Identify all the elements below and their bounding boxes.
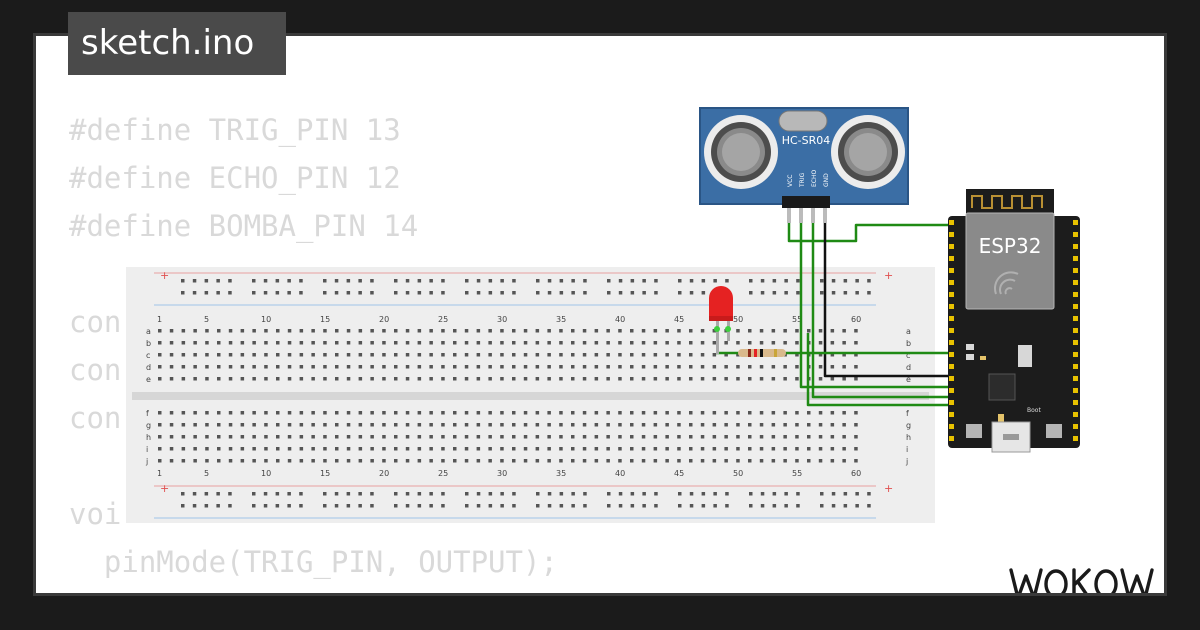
rail-plus-label: + [160, 482, 169, 495]
sensor-transducer-left [704, 115, 778, 189]
rail-plus-label: + [884, 269, 893, 282]
row-label: d [906, 363, 911, 372]
breadboard: + + + + 1 5 10 15 20 25 30 35 40 45 50 5… [126, 267, 935, 523]
column-label: 60 [851, 469, 861, 478]
row-label: a [146, 327, 151, 336]
wire-vcc [787, 223, 948, 243]
row-label: c [906, 351, 910, 360]
code-line: #define ECHO_PIN 12 [69, 161, 401, 195]
row-label: h [146, 433, 151, 442]
column-label: 40 [615, 469, 625, 478]
column-label: 20 [379, 469, 389, 478]
column-label: 15 [320, 469, 330, 478]
column-label: 30 [497, 315, 507, 324]
row-label: f [906, 409, 909, 418]
column-label: 45 [674, 315, 684, 324]
board-label: ESP32 [979, 234, 1042, 258]
row-label: a [906, 327, 911, 336]
row-label: b [146, 339, 151, 348]
en-button[interactable] [966, 424, 982, 438]
row-label: b [906, 339, 911, 348]
column-label: 10 [261, 469, 271, 478]
column-label: 5 [204, 315, 209, 324]
row-label: g [146, 421, 151, 430]
column-label: 5 [204, 469, 209, 478]
row-label: j [905, 457, 908, 466]
code-line: con [69, 353, 122, 387]
boot-button[interactable] [1046, 424, 1062, 438]
row-label: h [906, 433, 911, 442]
rail-plus-label: + [160, 269, 169, 282]
column-label: 30 [497, 469, 507, 478]
wire-extra [806, 333, 948, 407]
column-label: 35 [556, 469, 566, 478]
pin-label: ECHO [811, 170, 818, 187]
breadboard-labels: 1 5 10 15 20 25 30 35 40 45 50 55 60 1 5… [145, 315, 911, 478]
column-label: 60 [851, 315, 861, 324]
column-label: 1 [157, 315, 162, 324]
row-label: e [146, 375, 151, 384]
sensor-model-label: HC-SR04 [782, 134, 831, 147]
wires [716, 223, 948, 407]
column-label: 55 [792, 315, 802, 324]
code-line: #define TRIG_PIN 13 [69, 113, 401, 147]
column-label: 10 [261, 315, 271, 324]
boot-label: Boot [1027, 407, 1041, 414]
code-line: con [69, 401, 122, 435]
espressif-logo-icon [993, 271, 1019, 295]
row-label: d [146, 363, 151, 372]
row-label: c [146, 351, 150, 360]
esp32-board[interactable]: ESP32 Boot [948, 189, 1080, 453]
wire-trig [799, 223, 948, 389]
column-label: 35 [556, 315, 566, 324]
breadboard-holes [158, 279, 871, 508]
row-label: f [146, 409, 149, 418]
column-label: 15 [320, 315, 330, 324]
pin-label: GND [823, 173, 830, 187]
code-line: con [69, 305, 122, 339]
code-line: voi [69, 497, 122, 531]
column-label: 1 [157, 469, 162, 478]
code-line: #define BOMBA_PIN 14 [69, 209, 419, 243]
wire-gnd [823, 223, 948, 378]
red-led[interactable] [709, 286, 733, 354]
wokwi-logo [1009, 568, 1154, 593]
column-label: 50 [733, 315, 743, 324]
esp32-pin-headers [949, 220, 1078, 441]
row-label: j [145, 457, 148, 466]
ultrasonic-sensor[interactable]: HC-SR04 VCC TRIG ECHO GND [699, 107, 909, 223]
file-tab[interactable]: sketch.ino [68, 12, 286, 75]
rail-plus-label: + [884, 482, 893, 495]
pin-label: TRIG [799, 172, 806, 188]
circuit-diagram: + + + + 1 5 10 15 20 25 30 35 40 45 50 5… [126, 107, 1080, 523]
column-label: 20 [379, 315, 389, 324]
wire-echo [811, 223, 948, 399]
row-label: e [906, 375, 911, 384]
preview-card: #define TRIG_PIN 13 #define ECHO_PIN 12 #d… [33, 33, 1167, 596]
column-label: 25 [438, 315, 448, 324]
column-label: 45 [674, 469, 684, 478]
column-label: 25 [438, 469, 448, 478]
row-label: g [906, 421, 911, 430]
esp32-module-shield [965, 212, 1055, 310]
resistor[interactable] [738, 349, 786, 357]
row-label: i [146, 445, 148, 454]
sensor-pin-labels: VCC TRIG ECHO GND [787, 170, 830, 188]
code-preview: #define TRIG_PIN 13 #define ECHO_PIN 12 #d… [69, 106, 558, 593]
row-label: i [906, 445, 908, 454]
sensor-transducer-right [831, 115, 905, 189]
pin-label: VCC [787, 175, 794, 187]
code-line: pinMode(TRIG_PIN, OUTPUT); [69, 545, 558, 579]
column-label: 50 [733, 469, 743, 478]
column-label: 40 [615, 315, 625, 324]
column-label: 55 [792, 469, 802, 478]
